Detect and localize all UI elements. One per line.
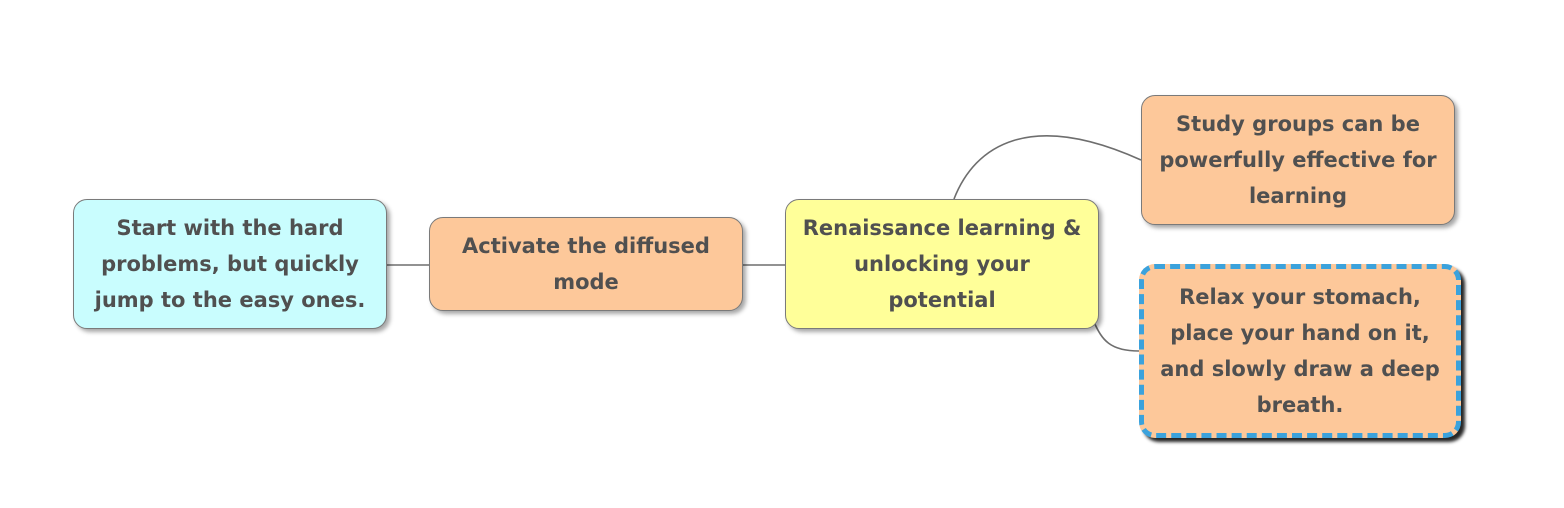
node-text-line: powerfully effective for (1159, 148, 1437, 172)
topic-activate-diffused-mode[interactable]: Activate the diffused mode (429, 217, 743, 311)
node-text-line: Study groups can be (1176, 112, 1420, 136)
topic-study-groups[interactable]: Study groups can be powerfully effective… (1141, 95, 1455, 225)
node-text-line: learning (1248, 184, 1348, 208)
edge-central-study (953, 135, 1142, 200)
central-topic-renaissance-learning[interactable]: Renaissance learning & unlocking your po… (785, 199, 1099, 329)
node-text-line: problems, but quickly (101, 252, 359, 276)
node-text-line: unlocking your (854, 252, 1030, 276)
node-text-line: mode (553, 270, 619, 294)
node-text-line: Activate the diffused (462, 234, 710, 258)
topic-start-with-hard-problems[interactable]: Start with the hard problems, but quickl… (73, 199, 387, 329)
node-text-line: Renaissance learning & (802, 216, 1082, 240)
node-text-line: potential (888, 288, 996, 312)
node-text-line: and slowly draw a deep (1160, 357, 1440, 381)
node-text-line: breath. (1256, 393, 1344, 417)
node-text-line: Start with the hard (116, 216, 344, 240)
topic-relax-your-stomach-selected[interactable]: Relax your stomach, place your hand on i… (1139, 264, 1461, 438)
node-text-line: Relax your stomach, (1179, 285, 1421, 309)
edge-central-relax (1093, 321, 1140, 352)
node-text-line: place your hand on it, (1170, 321, 1430, 345)
node-text-line: jump to the easy ones. (94, 288, 366, 312)
